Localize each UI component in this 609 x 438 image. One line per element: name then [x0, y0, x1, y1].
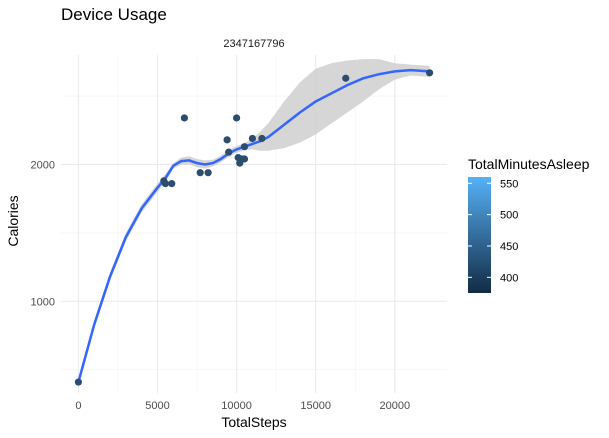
data-point	[196, 169, 204, 177]
x-tick-label: 0	[75, 400, 81, 412]
data-point	[342, 74, 350, 82]
data-point	[248, 134, 257, 143]
x-tick-label: 5000	[145, 400, 169, 412]
data-points	[74, 69, 434, 386]
data-point	[161, 180, 170, 188]
x-tick-labels: 0 5000 10000 15000 20000	[75, 400, 410, 412]
legend: TotalMinutesAsleep 400 450 500 550	[468, 156, 590, 293]
x-tick-label: 10000	[221, 400, 252, 412]
legend-tick-label: 500	[500, 210, 518, 222]
data-point	[240, 155, 249, 163]
confidence-band	[78, 59, 430, 387]
data-point	[232, 114, 241, 122]
data-point	[168, 180, 176, 188]
data-point	[204, 169, 212, 177]
data-point	[425, 69, 434, 77]
data-point	[180, 114, 188, 122]
y-axis-title: Calories	[5, 195, 21, 246]
x-tick-label: 15000	[300, 400, 331, 412]
x-tick-label: 20000	[379, 400, 410, 412]
legend-tick-label: 450	[500, 241, 518, 253]
y-tick-label: 1000	[31, 296, 55, 308]
data-point	[225, 148, 233, 156]
x-axis-title: TotalSteps	[221, 414, 286, 430]
y-tick-label: 2000	[31, 159, 55, 171]
chart-title: Device Usage	[61, 5, 167, 24]
legend-tick-labels: 400 450 500 550	[468, 178, 518, 284]
legend-tick-label: 400	[500, 272, 518, 284]
facet-strip-label: 2347167796	[223, 38, 284, 50]
y-tick-labels: 1000 2000	[31, 159, 55, 308]
legend-title: TotalMinutesAsleep	[468, 156, 590, 172]
data-point	[223, 136, 231, 144]
legend-tick-label: 550	[500, 178, 518, 190]
legend-colorbar	[468, 177, 491, 293]
data-point	[74, 378, 83, 386]
data-point	[240, 143, 249, 151]
grid-lines	[61, 55, 447, 393]
data-point	[258, 134, 266, 143]
smooth-line	[77, 68, 430, 383]
